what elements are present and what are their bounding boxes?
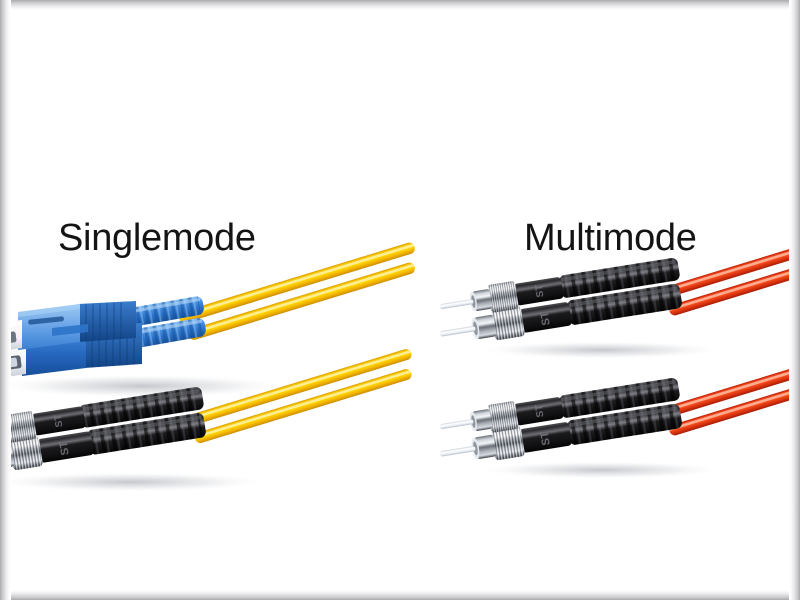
fiber-cable-pair-yellow (178, 242, 415, 340)
st-duplex-illustration-singlemode: ST ST (0, 349, 412, 492)
ferrule-pin (439, 446, 476, 457)
st-connector-upper: ST (439, 377, 680, 433)
ferrule-pin (439, 299, 474, 310)
faint-watermark-text: ........ ... .... .. .. ..... (235, 150, 485, 165)
fiber-cable-pair-red (659, 350, 800, 436)
st-molded-marking: ST (539, 430, 553, 446)
drop-shadow (0, 472, 270, 492)
caption-multimode: Multimode (524, 217, 697, 259)
fiber-cable-pair-yellow (184, 349, 412, 443)
st-connector-upper: ST (439, 257, 680, 313)
connector-assembly-singlemode-st: ST ST (0, 349, 420, 498)
drop-shadow (477, 461, 727, 479)
st-molded-marking: ST (53, 414, 66, 428)
st-connector-lower: ST (439, 283, 682, 341)
st-molded-marking: ST (539, 310, 553, 326)
st-connector-lower: ST (439, 403, 682, 461)
fiber-cable-pair-red (659, 230, 800, 316)
st-molded-marking: ST (534, 284, 547, 298)
sc-connector-body (0, 301, 142, 378)
drop-shadow (0, 374, 292, 398)
sc-duplex-clip (52, 324, 88, 336)
ferrule-pin (439, 326, 476, 337)
caption-singlemode: Singlemode (58, 217, 256, 259)
frame-edge-bottom (0, 589, 800, 600)
st-duplex-illustration-multimode-upper: ST ST (439, 230, 800, 359)
ferrule-pin (439, 419, 474, 430)
st-molded-marking: ST (534, 404, 547, 418)
sc-housing-upper (0, 301, 136, 352)
frame-edge-top (0, 0, 800, 11)
connector-assembly-singlemode-sc (0, 242, 415, 408)
connector-assembly-multimode-st-lower: ST ST (439, 350, 800, 488)
sc-duplex-illustration (0, 242, 415, 398)
connector-assembly-multimode-st-upper: ST ST (439, 230, 800, 368)
st-molded-marking: ST (58, 440, 72, 456)
st-duplex-illustration-multimode-lower: ST ST (439, 350, 800, 479)
drop-shadow (477, 341, 727, 359)
